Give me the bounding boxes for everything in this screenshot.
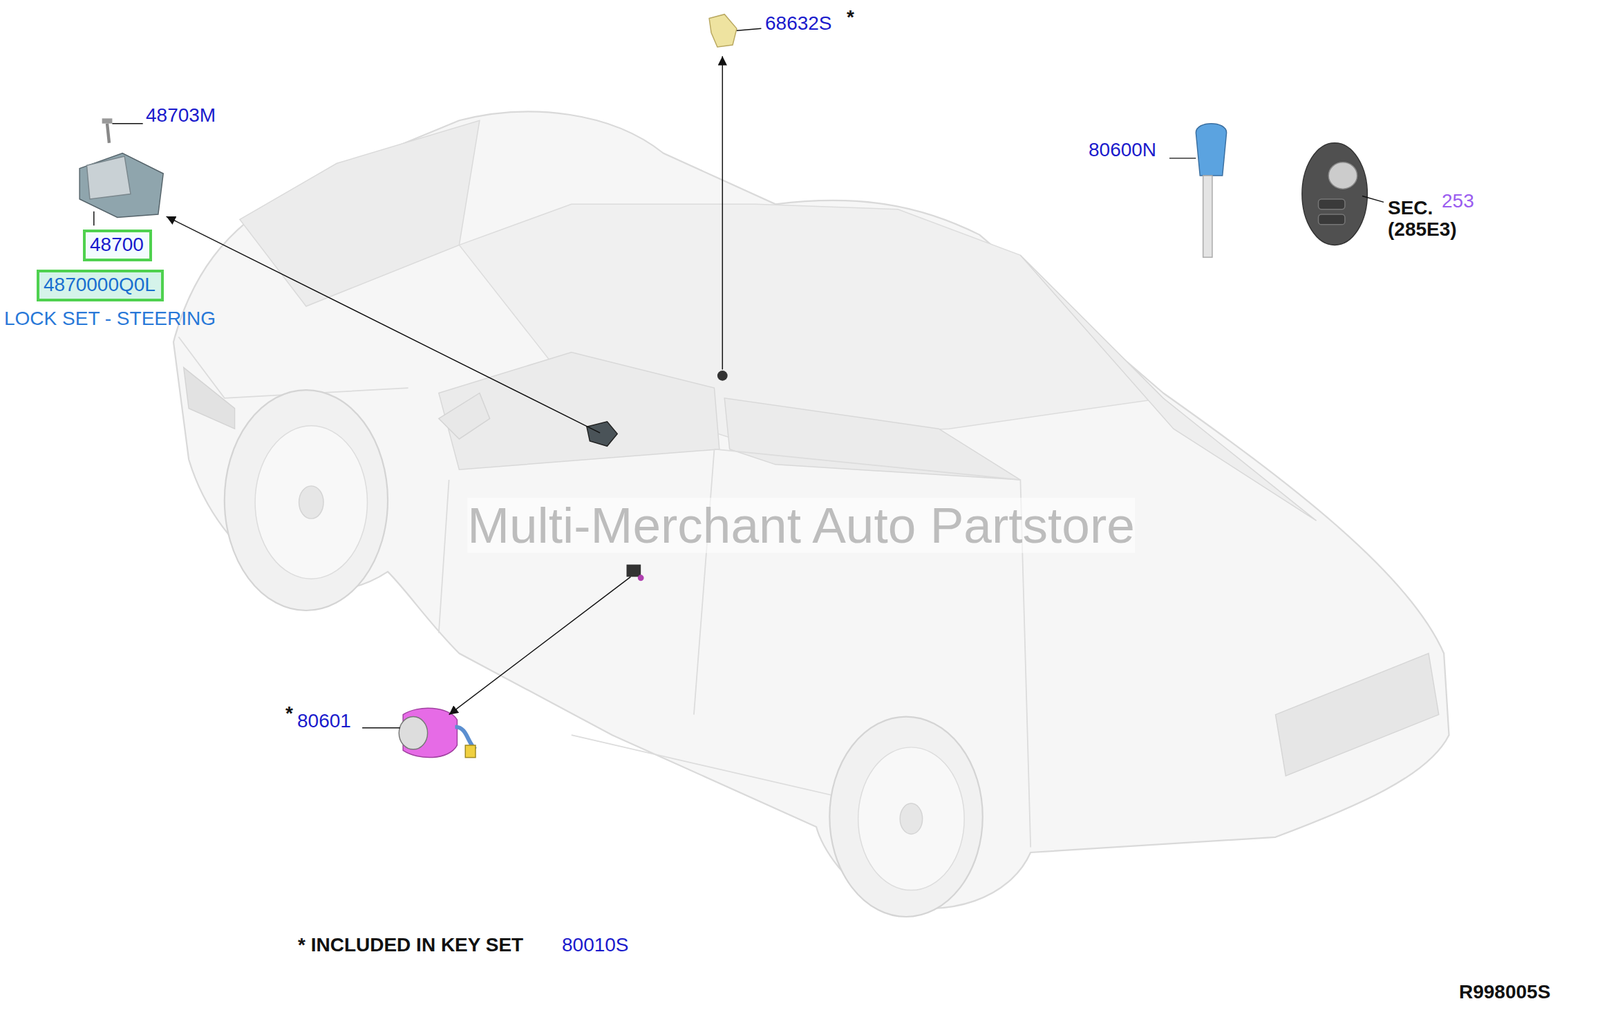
screw-head [102, 118, 113, 124]
leader-line [1362, 196, 1384, 203]
front-hub [899, 803, 922, 834]
callout-number: 48703M [145, 105, 216, 127]
leader-line [736, 28, 761, 31]
diagram-code: R998005S [1459, 981, 1551, 1003]
switch-face [398, 716, 428, 750]
switch-connector [465, 745, 476, 758]
arrow-line [722, 55, 723, 370]
leader-line [362, 727, 401, 728]
rear-side-window [438, 351, 720, 470]
note-text: * INCLUDED IN KEY SET [297, 934, 524, 956]
leader-line [111, 123, 143, 124]
lock-location [586, 421, 618, 446]
asterisk-note: * [285, 702, 294, 725]
leader-line [93, 211, 94, 227]
watermark: Multi-Merchant Auto Partstore [467, 497, 1135, 553]
lock-detail [86, 156, 130, 200]
key-fob [1302, 143, 1368, 246]
steering-lock-part [79, 118, 164, 218]
lock-housing [79, 152, 164, 218]
front-wheel [829, 716, 983, 917]
callout-number: 80010S [561, 934, 629, 956]
part-number-box: 48700 [82, 229, 153, 262]
body-outline [173, 111, 1450, 909]
clip-part [709, 14, 737, 47]
rear-hub [299, 485, 324, 519]
part-number: 48700 [89, 234, 144, 256]
clip-location [717, 370, 728, 381]
switch-location-dot [637, 574, 645, 581]
key-head [1195, 123, 1227, 176]
car-body [173, 111, 1450, 917]
fob-button [1318, 199, 1345, 210]
section-number: 253 [1441, 190, 1475, 213]
windshield [1020, 255, 1316, 521]
callout-number: 80601 [297, 710, 352, 732]
section-ref: (285E3) [1387, 219, 1457, 241]
front-side-window [724, 398, 1021, 480]
rear-window [239, 120, 480, 307]
arrow-line [166, 216, 600, 433]
leader-line [1169, 157, 1196, 159]
front-rim [858, 747, 965, 891]
mirror [438, 392, 491, 439]
fob-body [1302, 143, 1368, 246]
front-fascia [1275, 653, 1439, 776]
fob-button [1318, 214, 1345, 225]
leader-lines [93, 28, 1384, 728]
switch-location [626, 564, 642, 578]
rear-wheel [224, 389, 388, 611]
arrow-line [449, 576, 632, 714]
section-ref: SEC. [1387, 197, 1433, 220]
tail-light [183, 367, 235, 430]
part-number: 4870000Q0L [43, 274, 156, 296]
key-part [1195, 123, 1227, 258]
part-name: LOCK SET - STEERING [4, 308, 216, 330]
fob-logo [1328, 162, 1357, 189]
callout-number: 80600N [1088, 139, 1157, 162]
part-number-box: 4870000Q0L [36, 269, 164, 302]
callout-number: 68632S [765, 13, 833, 35]
ignition-switch-part [398, 707, 476, 757]
rear-rim [255, 425, 367, 579]
screw [107, 123, 110, 144]
key-blade [1203, 175, 1213, 258]
asterisk-note: * [846, 6, 855, 29]
